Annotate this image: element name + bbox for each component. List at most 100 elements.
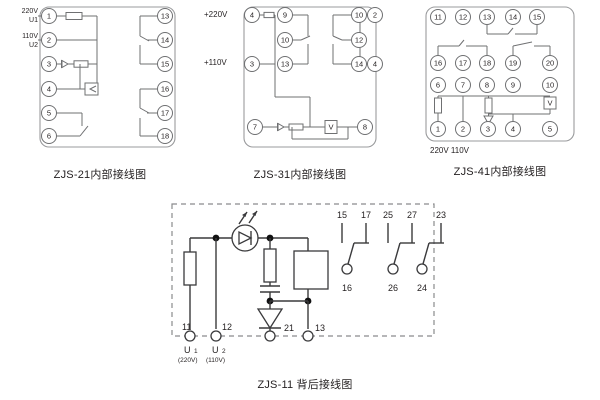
coil-label-v: V [328,123,333,132]
label-u2: U [212,345,219,355]
terminal-group-left: 1 2 3 4 5 6 [41,8,57,144]
terminal-6: 6 [436,81,440,90]
terminal-12: 12 [355,36,363,45]
terminal-10-top: 10 [355,11,363,20]
terminal-5: 5 [47,109,51,118]
label-u2-sub: 2 [222,348,226,355]
contact-pin-24 [416,263,428,275]
terminal-pin-11 [184,330,196,342]
label-110v-text: 110V [22,33,38,40]
pin-label-12: 12 [222,322,232,332]
terminal-4: 4 [511,125,515,134]
figure-zjs-11: 11 12 21 13 15 17 16 25 27 26 23 [160,196,450,396]
coil-label-v: V [547,99,552,108]
terminal-17: 17 [459,59,467,68]
label-u2-text: U2 [29,41,38,49]
resistor-r1 [65,12,83,20]
pin-label-11: 11 [182,322,191,332]
contact-label-16: 16 [342,283,352,293]
terminal-3: 3 [250,60,254,69]
terminal-13: 13 [483,13,491,22]
terminal-pin-12 [210,330,222,342]
resistor-r1 [434,97,442,114]
relay-body-outline [243,6,377,148]
terminal-14: 14 [509,13,517,22]
terminal-4-right: 4 [373,60,377,69]
led-emission-arrows [238,210,258,225]
label-u1-text: U1 [29,16,38,24]
terminal-19: 19 [509,59,517,68]
relay-coil-box [293,250,329,290]
figure-zjs-41: V 11 12 13 14 15 16 17 18 19 20 6 7 8 9 … [400,0,600,190]
terminal-20: 20 [546,59,554,68]
label-u1: U [184,345,191,355]
caption-zjs-11: ZJS-11 背后接线图 [257,379,353,391]
terminal-8: 8 [363,123,367,132]
terminal-17: 17 [161,109,169,118]
diode-d1 [483,115,494,126]
contact-pin-16 [341,263,353,275]
terminal-8: 8 [485,81,489,90]
contact-label-15: 15 [337,210,347,220]
pin-label-21: 21 [284,323,294,333]
contact-pin-26 [387,263,399,275]
label-plus-220v: +220V [204,10,228,19]
terminal-9: 9 [511,81,515,90]
diode-d1 [256,308,284,330]
contact-label-25: 25 [383,210,393,220]
terminal-group-right: 13 14 15 16 17 18 [157,8,173,144]
resistor-r1 [263,11,275,19]
terminal-7: 7 [461,81,465,90]
label-220v-u1: 220V U1 [4,8,38,25]
terminal-3: 3 [486,125,490,134]
resistor-r2 [73,60,89,68]
terminal-10-mid: 10 [281,36,289,45]
caption-zjs-41: ZJS-41内部接线图 [453,166,547,178]
terminal-12: 12 [459,13,467,22]
label-u1-volt: (220V) [178,357,198,364]
schematic-zjs-31: V 4 9 10 2 10 12 3 13 14 4 7 8 [243,6,383,148]
label-u2-volt: (110V) [206,357,225,364]
caption-zjs-31: ZJS-31内部接线图 [253,169,347,181]
schematic-zjs-11: 11 12 21 13 15 17 16 25 27 26 23 [171,203,446,364]
terminal-9: 9 [283,11,287,20]
contact-label-26: 26 [388,283,398,293]
contact-label-27: 27 [407,210,417,220]
terminal-4-left: 4 [250,11,254,20]
terminal-7: 7 [253,123,257,132]
terminal-2: 2 [461,125,465,134]
terminal-11: 11 [434,13,442,22]
terminal-16: 16 [434,59,442,68]
label-110v-u2: 110V U2 [4,33,38,50]
terminal-2: 2 [47,36,51,45]
resistor-r2 [484,97,493,114]
figure-zjs-21: 220V U1 110V U2 [0,0,200,190]
voltage-note-zjs-41: 220V 110V [430,146,469,155]
relay-body-outline [425,6,575,142]
terminal-14: 14 [355,60,363,69]
schematic-zjs-41: V 11 12 13 14 15 16 17 18 19 20 6 7 8 9 … [425,6,575,142]
terminal-1: 1 [47,12,51,21]
contact-label-23: 23 [436,210,446,220]
relay-body-outline [39,6,176,148]
terminal-18: 18 [483,59,491,68]
contact-label-17: 17 [361,210,371,220]
terminal-1: 1 [436,125,440,134]
led-triangle [238,230,253,246]
diode-d1 [277,122,285,132]
coil-box-1 [84,82,99,96]
terminal-18: 18 [161,132,169,141]
terminal-14: 14 [161,36,169,45]
terminal-pin-13 [302,330,314,342]
terminal-10: 10 [546,81,554,90]
diode-d1 [61,59,69,69]
figure-zjs-31: +220V +110V [200,0,400,190]
terminal-pin-21 [264,330,276,342]
terminal-16: 16 [161,85,169,94]
terminal-3: 3 [47,60,51,69]
terminal-13: 13 [161,12,169,21]
terminal-5: 5 [548,125,552,134]
label-plus-110v: +110V [204,58,227,67]
resistor-r2 [263,248,277,283]
